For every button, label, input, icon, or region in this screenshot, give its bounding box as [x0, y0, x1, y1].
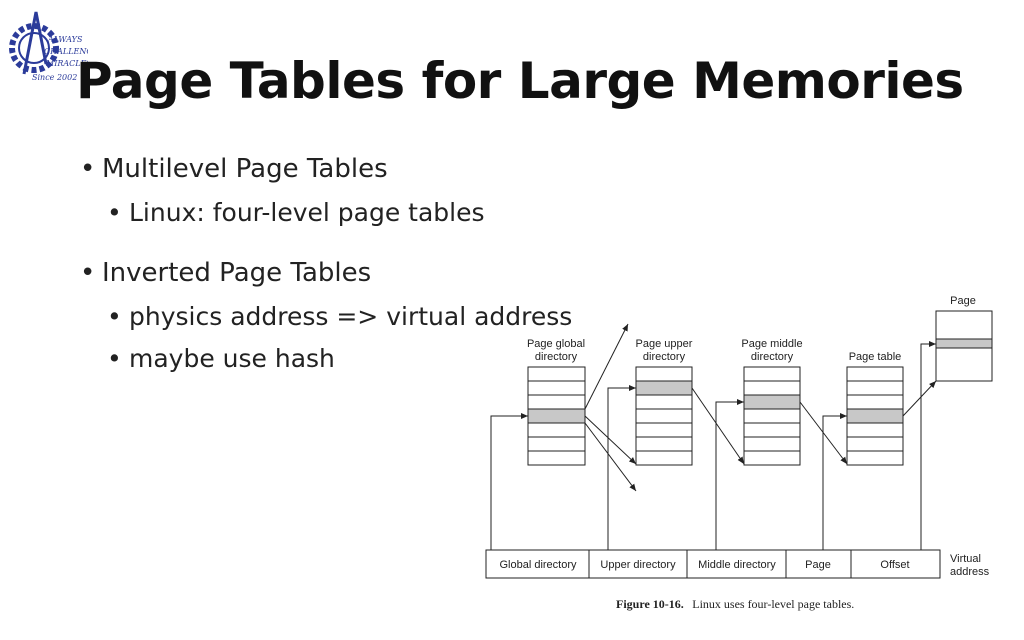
label-pmd-2: directory [751, 351, 794, 363]
slide-title: Page Tables for Large Memories [76, 52, 964, 110]
pud-selected-entry [635, 380, 693, 396]
table-page-global-directory [527, 366, 586, 466]
gear-icon [9, 23, 59, 73]
bullet-physics-address: physics address => virtual address [107, 302, 572, 331]
table-page-table [846, 366, 904, 466]
bullet-multilevel: Multilevel Page Tables [80, 154, 388, 184]
virtual-address-label-1: Virtual [950, 553, 981, 565]
bullet-hash: maybe use hash [107, 344, 335, 373]
label-page: Page [950, 295, 976, 307]
label-pud-2: directory [643, 351, 686, 363]
pgd-selected-entry [527, 408, 586, 424]
physical-page [935, 310, 993, 382]
label-pud-1: Page upper [636, 338, 693, 350]
field-upper-directory: Upper directory [600, 559, 676, 571]
field-offset: Offset [880, 559, 909, 571]
bullet-inverted: Inverted Page Tables [80, 258, 371, 288]
caption-number: Figure 10-16. [616, 597, 684, 611]
field-page: Page [805, 559, 831, 571]
pmd-selected-entry [743, 394, 801, 410]
table-page-upper-directory [635, 366, 693, 466]
caption-text: Linux uses four-level page tables. [692, 597, 854, 611]
label-pmd-1: Page middle [741, 338, 802, 350]
table-page-middle-directory [743, 366, 801, 466]
label-page-table: Page table [849, 351, 902, 363]
logo-text-4: Since 2002 [32, 73, 77, 82]
label-pgd-2: directory [535, 351, 578, 363]
logo-text-1: ALWAYS [47, 35, 83, 44]
field-global-directory: Global directory [499, 559, 577, 571]
label-pgd-1: Page global [527, 338, 585, 350]
logo-text-2: CHALLENGE [44, 47, 88, 56]
bullet-linux: Linux: four-level page tables [107, 198, 484, 227]
university-logo: ALWAYS CHALLENGE MIRACLES Since 2002 [9, 11, 88, 82]
field-middle-directory: Middle directory [698, 559, 776, 571]
figure-caption: Figure 10-16. Linux uses four-level page… [616, 595, 854, 612]
page-selected-byte [935, 338, 993, 349]
virtual-address-bar: Global directory Upper directory Middle … [485, 549, 941, 579]
logo-text-3: MIRACLES [45, 59, 88, 68]
virtual-address-label-2: address [950, 566, 990, 578]
pt-selected-entry [846, 408, 904, 424]
